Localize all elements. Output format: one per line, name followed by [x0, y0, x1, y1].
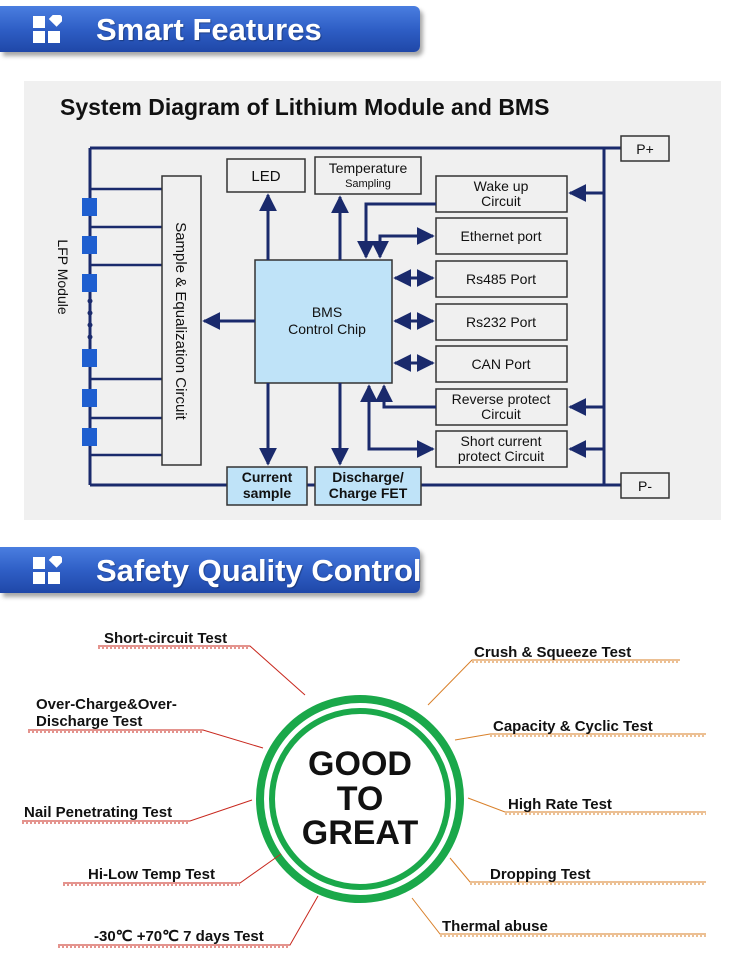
rs232-label: Rs232 Port — [466, 314, 536, 330]
test-capacity-cyclic: Capacity & Cyclic Test — [493, 718, 653, 735]
ring-outer — [256, 695, 464, 903]
p-minus-terminal — [620, 472, 670, 499]
fet-label-2: Charge FET — [329, 485, 408, 501]
lfp-cell — [82, 274, 97, 292]
test-crush-squeeze: Crush & Squeeze Test — [474, 644, 631, 661]
test-hi-low-temp: Hi-Low Temp Test — [88, 866, 215, 883]
section-title: Safety Quality Control — [96, 553, 422, 588]
reverse-protect-label-2: Circuit — [481, 406, 521, 422]
test-high-rate: High Rate Test — [508, 796, 612, 813]
reverse-protect-box — [435, 388, 568, 426]
test-thermal-abuse: Thermal abuse — [442, 918, 548, 935]
rs485-port-box — [435, 260, 568, 298]
reverse-protect-label-1: Reverse protect — [452, 391, 551, 407]
quality-control-diagram: GOOD TO GREAT Short-circuit Test Over-Ch… — [22, 630, 706, 948]
test-nail-penetrating: Nail Penetrating Test — [24, 804, 172, 821]
center-text-good: GOOD — [308, 745, 412, 783]
can-label: CAN Port — [471, 356, 530, 372]
current-sample-box — [226, 466, 308, 506]
lfp-cells — [82, 198, 97, 446]
test-dropping: Dropping Test — [490, 866, 591, 883]
test-short-circuit: Short-circuit Test — [104, 630, 227, 647]
banner-background — [0, 547, 420, 593]
ethernet-port-box — [435, 217, 568, 255]
bms-control-chip — [254, 259, 393, 384]
test-over-charge-line1: Over-Charge&Over- — [36, 696, 177, 713]
bms-label-1: BMS — [312, 304, 342, 320]
rs485-label: Rs485 Port — [466, 271, 536, 287]
test-7-days: -30℃ +70℃ 7 days Test — [94, 928, 264, 945]
sample-equalization-box — [161, 175, 202, 466]
p-plus-terminal — [620, 135, 670, 162]
wake-up-label-2: Circuit — [481, 193, 521, 209]
wake-up-circuit-box — [435, 175, 568, 213]
p-plus-label: P+ — [636, 141, 654, 157]
wake-up-label-1: Wake up — [474, 178, 529, 194]
fet-label-1: Discharge/ — [332, 469, 404, 485]
rs232-port-box — [435, 303, 568, 341]
lfp-cell — [82, 428, 97, 446]
short-current-box — [435, 430, 568, 468]
ring-inner — [269, 708, 451, 890]
discharge-charge-fet-box — [314, 466, 422, 506]
diagram-title: System Diagram of Lithium Module and BMS — [60, 94, 549, 120]
blocks-icon — [33, 556, 62, 584]
system-diagram: System Diagram of Lithium Module and BMS — [55, 94, 670, 506]
banner-background — [0, 6, 420, 52]
sample-equalization-label: Sample & Equalization Circuit — [172, 222, 189, 420]
lfp-cell — [82, 349, 97, 367]
lfp-cell — [82, 389, 97, 407]
p-minus-label: P- — [638, 478, 652, 494]
temperature-box — [314, 156, 422, 195]
lfp-cell — [82, 198, 97, 216]
led-label: LED — [251, 168, 280, 185]
current-sample-label-2: sample — [243, 485, 291, 501]
temperature-label-1: Temperature — [329, 160, 408, 176]
center-text-to: TO — [337, 780, 384, 818]
current-sample-label-1: Current — [242, 469, 293, 485]
bms-label-2: Control Chip — [288, 321, 366, 337]
ethernet-label: Ethernet port — [461, 228, 542, 244]
lfp-module-label: LFP Module — [55, 239, 71, 314]
led-box — [226, 158, 306, 193]
can-port-box — [435, 345, 568, 383]
short-current-label-1: Short current — [461, 433, 542, 449]
test-over-charge-line2: Discharge Test — [36, 713, 142, 730]
short-current-label-2: protect Circuit — [458, 448, 544, 464]
blocks-icon — [33, 15, 62, 43]
section-title: Smart Features — [96, 12, 322, 47]
system-diagram-panel: System Diagram of Lithium Module and BMS — [24, 81, 721, 520]
temperature-label-2: Sampling — [345, 178, 391, 190]
lfp-cell — [82, 236, 97, 254]
center-text-great: GREAT — [302, 814, 419, 852]
